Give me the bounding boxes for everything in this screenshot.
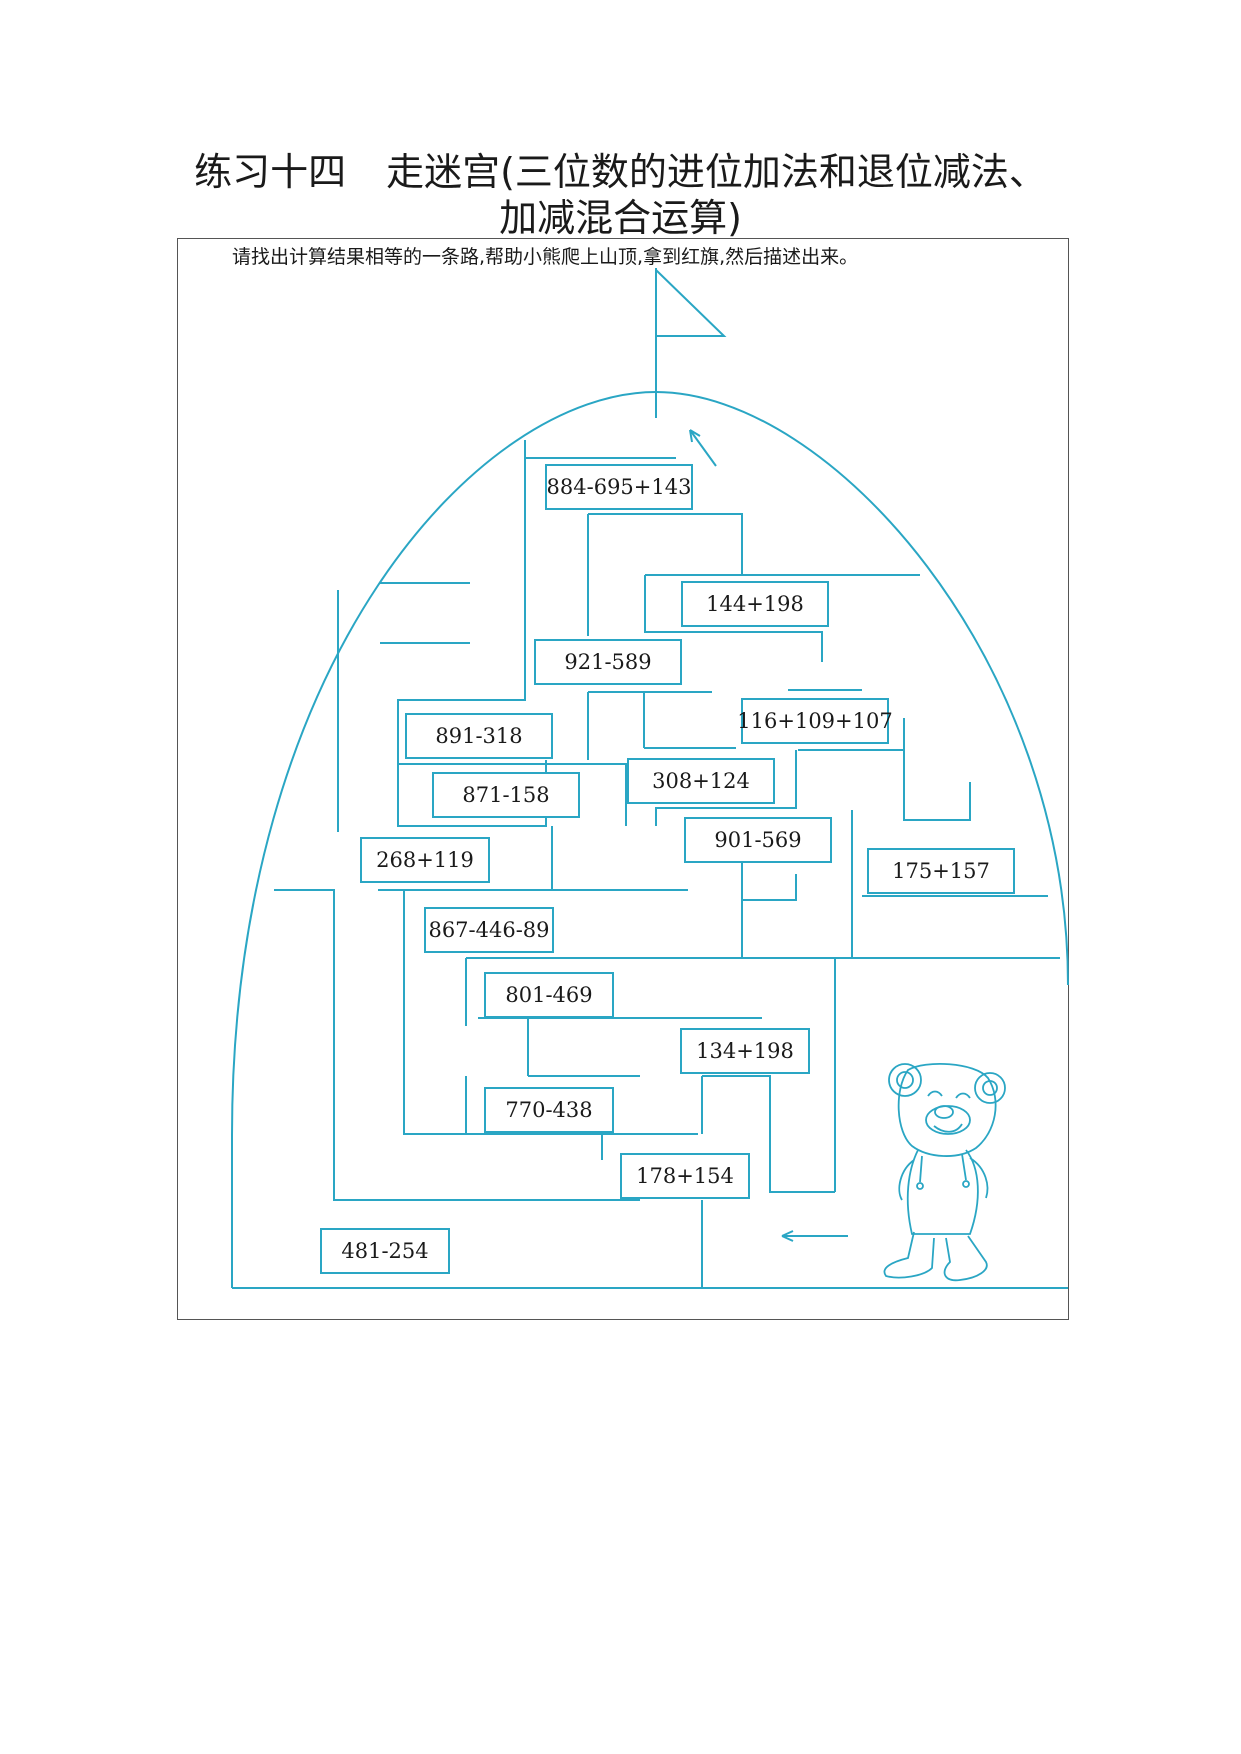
expr-box-1: 884-695+143	[545, 464, 693, 510]
mountain-outline	[231, 390, 1069, 1288]
bear-illustration	[883, 1062, 1006, 1282]
exercise-number: 练习十四	[194, 150, 347, 194]
arrow-left-icon	[781, 1230, 848, 1242]
expr-box-6: 871-158	[432, 772, 580, 818]
expr-box-9: 268+119	[360, 837, 490, 883]
page-title-line2: 加减混合运算)	[499, 196, 742, 240]
maze-walls	[232, 440, 1068, 1289]
expr-box-10: 175+157	[867, 848, 1015, 894]
expr-box-13: 134+198	[680, 1028, 810, 1074]
flag-icon	[655, 268, 727, 418]
expr-box-5: 891-318	[405, 713, 553, 759]
expr-box-8: 901-569	[684, 817, 832, 863]
expr-box-4: 116+109+107	[737, 698, 893, 744]
expr-box-14: 770-438	[484, 1087, 614, 1133]
expr-box-11: 867-446-89	[424, 907, 554, 953]
expr-box-15: 178+154	[620, 1153, 750, 1199]
expr-box-3: 921-589	[534, 639, 682, 685]
expr-box-7: 308+124	[627, 758, 775, 804]
page-title-line1: 练习十四走迷宫(三位数的进位加法和退位减法、	[0, 150, 1241, 194]
expr-box-2: 144+198	[681, 581, 829, 627]
instruction-text: 请找出计算结果相等的一条路,帮助小熊爬上山顶,拿到红旗,然后描述出来。	[232, 246, 859, 268]
maze-frame	[177, 238, 1069, 1320]
arrow-up-left-icon	[689, 429, 717, 467]
expr-box-12: 801-469	[484, 972, 614, 1018]
exercise-title: 走迷宫(三位数的进位加法和退位减法、	[386, 150, 1047, 194]
expr-box-16: 481-254	[320, 1228, 450, 1274]
